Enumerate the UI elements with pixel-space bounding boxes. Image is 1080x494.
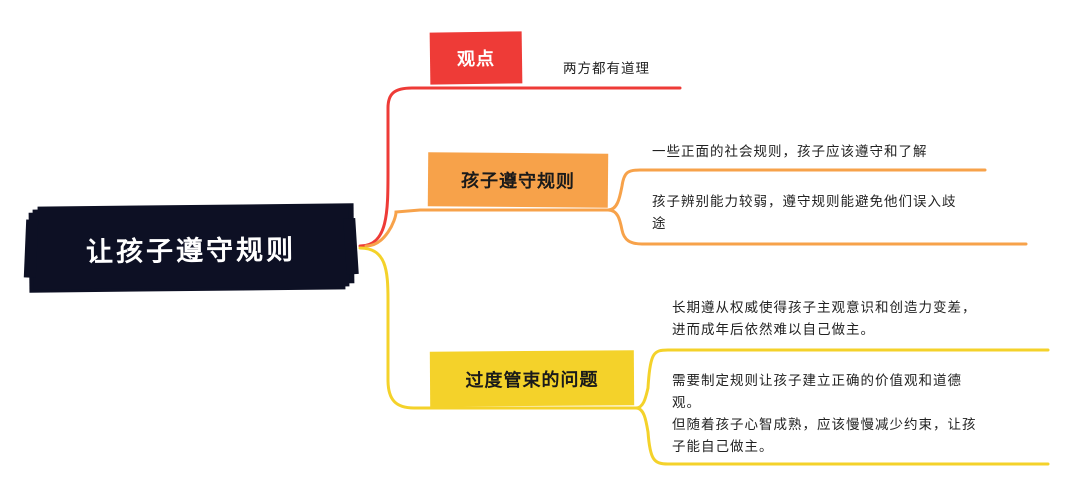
connector-root-viewpoint xyxy=(358,86,682,248)
connector-over-control-note1 xyxy=(634,348,1050,410)
connector-over-control-note2 xyxy=(634,406,1050,466)
topic-follow-rules[interactable]: 孩子遵守规则 xyxy=(427,152,609,208)
connector-root-over-control xyxy=(358,246,638,410)
topic-over-control-label: 过度管束的问题 xyxy=(465,369,599,391)
over-control-note-1: 长期遵从权威使得孩子主观意识和创造力变差， 进而成年后依然难以自己做主。 xyxy=(672,300,977,338)
connector-root-follow-rules xyxy=(364,208,610,248)
topic-over-control[interactable]: 过度管束的问题 xyxy=(429,350,635,407)
topic-viewpoint[interactable]: 观点 xyxy=(429,31,523,85)
root-topic-label: 让孩子遵守规则 xyxy=(85,234,297,268)
over-control-note-2: 需要制定规则让孩子建立正确的价值观和道德 观。 但随着孩子心智成熟，应该慢慢减少… xyxy=(672,373,977,455)
follow-rules-note-2: 孩子辨别能力较弱，遵守规则能避免他们误入歧 途 xyxy=(652,194,957,232)
connector-follow-rules-note2 xyxy=(606,208,1028,246)
topic-viewpoint-label: 观点 xyxy=(456,48,496,71)
viewpoint-note: 两方都有道理 xyxy=(563,61,650,77)
connector-follow-rules-note1 xyxy=(606,168,987,212)
follow-rules-note-1: 一些正面的社会规则，孩子应该遵守和了解 xyxy=(652,144,928,160)
root-topic[interactable]: 让孩子遵守规则 xyxy=(32,206,350,290)
topic-follow-rules-label: 孩子遵守规则 xyxy=(460,170,576,193)
